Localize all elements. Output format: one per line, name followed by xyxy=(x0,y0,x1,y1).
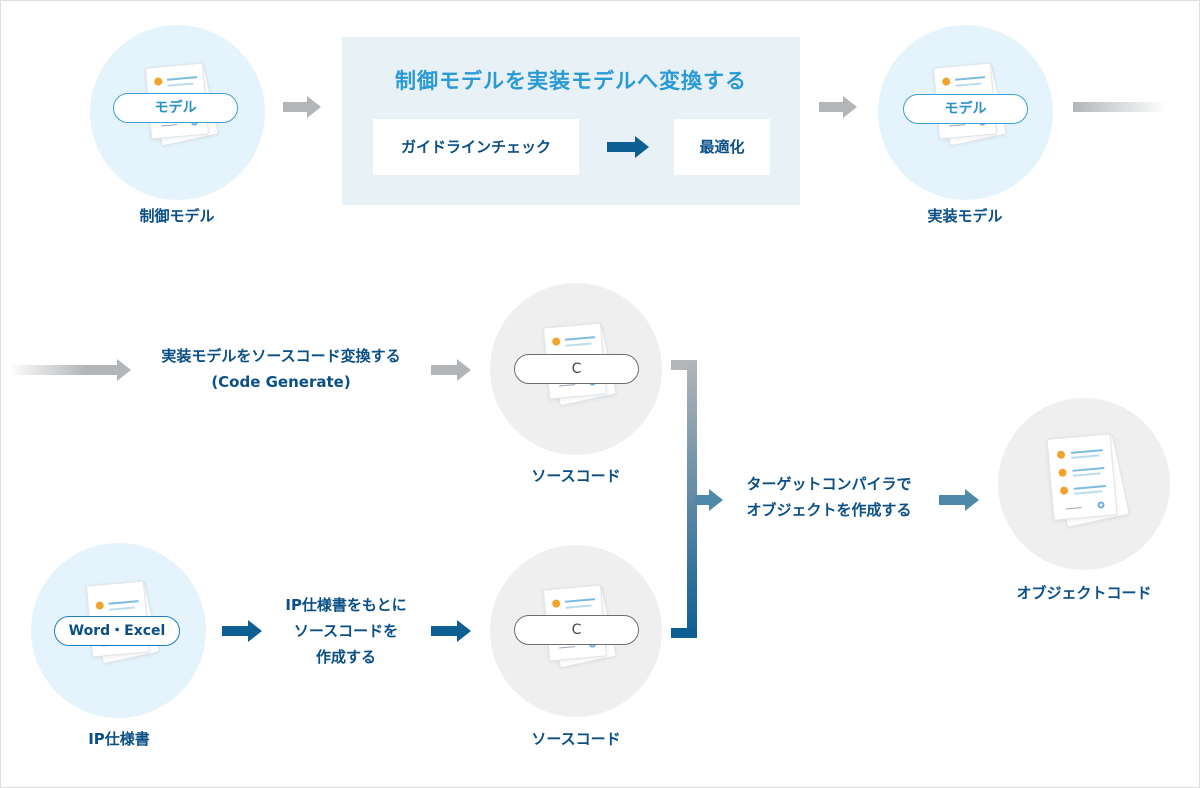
arrow-right-icon xyxy=(819,96,857,118)
compiler-note: ターゲットコンパイラで オブジェクトを作成する xyxy=(729,471,929,523)
ip-to-source-note-line: IP仕様書をもとに xyxy=(285,596,407,614)
impl-model-circle: モデル xyxy=(878,25,1053,200)
arrow-right-icon xyxy=(939,489,979,511)
control-model-circle: モデル xyxy=(90,25,265,200)
arrow-right-icon xyxy=(431,359,471,381)
source-code-circle: C xyxy=(490,283,662,455)
source-code-circle: C xyxy=(490,545,662,717)
conversion-process-box: 制御モデルを実装モデルへ変換する ガイドラインチェック 最適化 xyxy=(342,37,800,205)
impl-model-caption: 実装モデル xyxy=(927,207,1003,225)
document-icon xyxy=(1042,432,1132,532)
ip-to-source-note-line: ソースコードを xyxy=(293,622,399,640)
arrow-right-icon xyxy=(9,359,131,381)
bracket-bottom xyxy=(671,628,697,638)
ip-to-source-note: IP仕様書をもとに ソースコードを 作成する xyxy=(263,592,429,670)
step-guideline-check: ガイドラインチェック xyxy=(373,119,579,175)
arrow-right-icon xyxy=(283,96,321,118)
object-code-circle xyxy=(998,398,1170,570)
codegen-note: 実装モデルをソースコード変換する (Code Generate) xyxy=(141,343,421,395)
arrow-right-icon xyxy=(431,620,471,642)
bracket-vertical xyxy=(687,360,697,638)
arrow-right-icon xyxy=(222,620,262,642)
ip-to-source-note-line: 作成する xyxy=(315,648,376,666)
arrow-right-icon xyxy=(695,489,723,511)
arrow-right-icon xyxy=(607,136,649,158)
compiler-note-line: ターゲットコンパイラで xyxy=(746,475,912,493)
bracket-top xyxy=(671,360,697,370)
continuation-bar xyxy=(1073,102,1167,112)
source-code-caption: ソースコード xyxy=(531,467,621,485)
word-excel-pill: Word・Excel xyxy=(54,616,180,646)
model-pill: モデル xyxy=(113,93,238,123)
codegen-note-line: (Code Generate) xyxy=(211,373,351,391)
ip-spec-caption: IP仕様書 xyxy=(88,730,150,748)
ip-spec-circle: Word・Excel xyxy=(31,543,206,718)
codegen-note-line: 実装モデルをソースコード変換する xyxy=(161,347,401,365)
step-optimization: 最適化 xyxy=(674,119,770,175)
c-language-pill: C xyxy=(514,354,639,384)
c-language-pill: C xyxy=(514,615,639,645)
process-title: 制御モデルを実装モデルへ変換する xyxy=(395,69,747,93)
model-pill: モデル xyxy=(903,94,1028,124)
object-code-caption: オブジェクトコード xyxy=(1016,584,1152,602)
compiler-note-line: オブジェクトを作成する xyxy=(746,501,912,519)
control-model-caption: 制御モデル xyxy=(139,207,215,225)
source-code-caption: ソースコード xyxy=(531,730,621,748)
